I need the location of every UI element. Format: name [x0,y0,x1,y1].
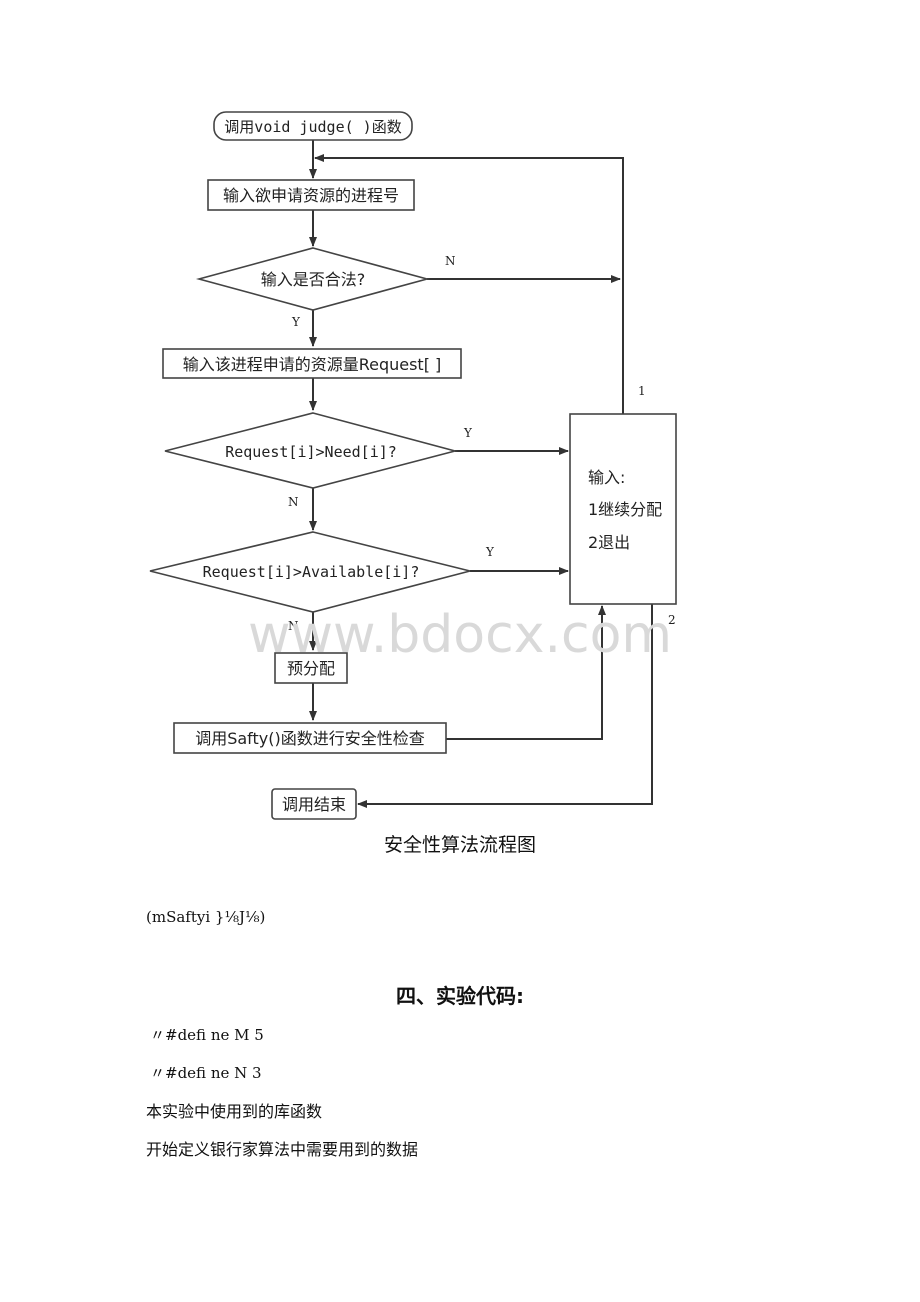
code-line: 〃#defi ne M 5 [150,1026,264,1044]
figure-caption: 安全性算法流程图 [383,834,536,856]
check-valid-node: 输入是否合法? [195,247,431,311]
garbled-text-line: (mSaftyi }⅛J⅛) [146,908,266,926]
pre-alloc-node: 预分配 [274,652,348,684]
flowchart: 调用void judge( )函数 输入欲申请资源的进程号 输入是否合法? 输入… [149,111,677,820]
paragraph: 开始定义银行家算法中需要用到的数据 [146,1140,419,1159]
call-safety-node: 调用Safty()函数进行安全性检查 [173,722,447,754]
menu-option-continue: 1继续分配 [588,500,662,519]
pre-alloc-label: 预分配 [287,659,335,678]
call-safety-label: 调用Safty()函数进行安全性检查 [195,729,425,748]
end-node: 调用结束 [271,788,357,820]
cmp-avail-label: Request[i]>Available[i]? [203,563,420,581]
edge-label-n: N [288,619,299,633]
menu-box: 输入: 1继续分配 2退出 [569,413,677,605]
input-pid-label: 输入欲申请资源的进程号 [223,186,399,205]
edge-label-y: Y [463,426,473,440]
check-valid-label: 输入是否合法? [261,270,366,289]
input-request-label: 输入该进程申请的资源量Request[ ] [183,355,442,374]
edge-label-y: Y [485,545,495,559]
cmp-avail-node: Request[i]>Available[i]? [149,531,471,613]
edge-label-2: 2 [668,613,676,627]
edge-label-n: N [445,254,456,268]
input-request-node: 输入该进程申请的资源量Request[ ] [162,348,462,379]
connectors [309,140,653,808]
edge-label-n: N [288,495,299,509]
edge-label-y: Y [291,315,301,329]
start-node-label: 调用void judge( )函数 [224,118,401,136]
watermark: www.bdocx.com [248,605,672,665]
menu-title: 输入: [588,468,625,487]
menu-option-exit: 2退出 [588,533,630,552]
section-heading: 四、实验代码: [396,984,524,1008]
paragraph: 本实验中使用到的库函数 [146,1102,323,1121]
input-pid-node: 输入欲申请资源的进程号 [207,179,415,211]
cmp-need-node: Request[i]>Need[i]? [164,412,459,489]
edge-label-1: 1 [638,384,646,398]
code-line: 〃#defi ne N 3 [150,1064,262,1082]
end-label: 调用结束 [282,795,346,814]
cmp-need-label: Request[i]>Need[i]? [225,443,397,461]
start-node: 调用void judge( )函数 [213,111,413,141]
